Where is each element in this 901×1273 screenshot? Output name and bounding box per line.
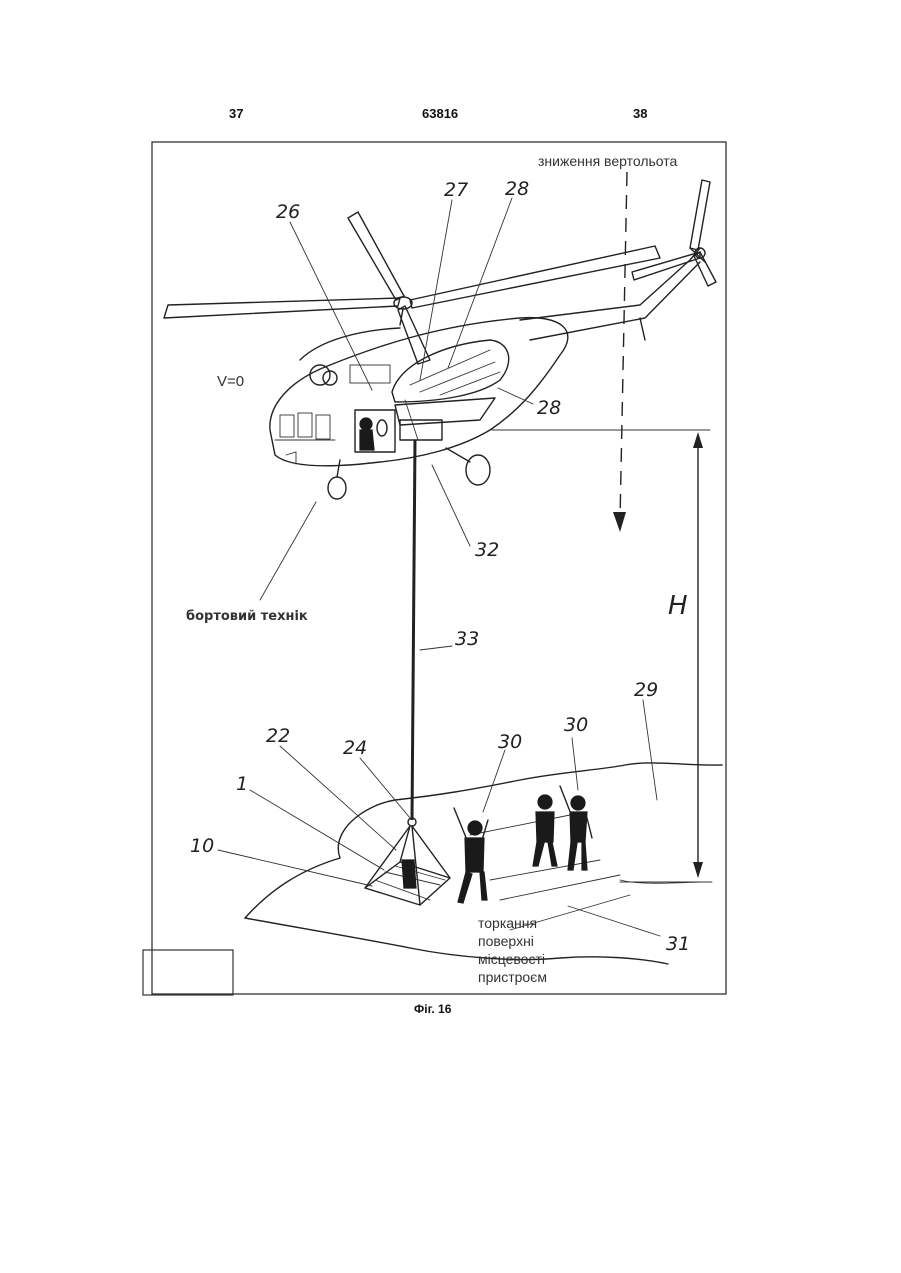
velocity-label: V=0 [217, 373, 244, 390]
touch-label-line3: місцевості [478, 951, 545, 967]
callout-33: 33 [455, 628, 479, 650]
callout-27: 27 [444, 179, 468, 201]
callout-32: 32 [475, 539, 499, 561]
helicopter-body [270, 180, 716, 499]
touch-label-line2: поверхні [478, 933, 534, 949]
callout-31: 31 [666, 933, 690, 955]
descent-label: зниження вертольота [538, 153, 678, 169]
callout-28-top: 28 [505, 178, 529, 200]
height-label: H [668, 591, 688, 621]
cable [412, 440, 415, 820]
rescue-net [365, 826, 450, 905]
callout-1: 1 [236, 773, 248, 795]
descent-arrow [613, 172, 627, 532]
height-dimension [492, 430, 712, 882]
technician-label: бортовий технік [186, 609, 308, 624]
callout-28-bottom: 28 [537, 397, 561, 419]
figure-caption: Фіг. 16 [414, 1002, 451, 1016]
callout-29: 29 [634, 679, 658, 701]
callout-26: 26 [276, 201, 300, 223]
callout-leaders [218, 198, 660, 936]
corner-box [143, 950, 233, 995]
callout-24: 24 [343, 737, 367, 759]
callout-30-left: 30 [498, 731, 522, 753]
callout-30-right: 30 [564, 714, 588, 736]
touch-label-line1: торкання [478, 915, 537, 931]
callout-10: 10 [190, 835, 214, 857]
callout-22: 22 [266, 725, 290, 747]
touch-label-line4: пристроєм [478, 969, 547, 985]
main-rotor [164, 212, 660, 364]
